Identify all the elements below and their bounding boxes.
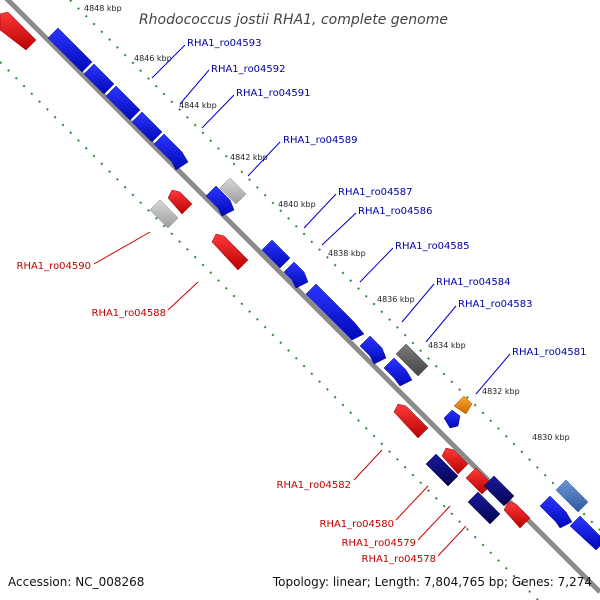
ruler-label: 4832 kbp — [482, 387, 520, 396]
gene-feature[interactable] — [167, 189, 193, 215]
ruler-label: 4840 kbp — [278, 200, 316, 209]
gene-label[interactable]: RHA1_ro04593 — [187, 38, 262, 49]
gene-feature[interactable] — [555, 479, 589, 513]
gene-feature[interactable] — [205, 185, 235, 217]
gene-feature[interactable] — [105, 85, 141, 121]
ruler-label: 4844 kbp — [179, 101, 217, 110]
label-leader — [151, 44, 186, 79]
gene-feature[interactable] — [393, 403, 429, 439]
label-leader — [179, 69, 210, 105]
gene-feature[interactable] — [383, 357, 413, 387]
gene-label[interactable]: RHA1_ro04579 — [342, 538, 417, 549]
gene-feature[interactable] — [47, 27, 93, 73]
gene-feature[interactable] — [0, 11, 37, 51]
label-leader — [167, 281, 199, 311]
gene-label[interactable]: RHA1_ro04578 — [362, 554, 437, 565]
accession-text: Accession: NC_008268 — [8, 575, 144, 589]
ruler-label: 4830 kbp — [532, 433, 570, 442]
gene-feature[interactable] — [425, 453, 459, 487]
genome-title: Rhodococcus jostii RHA1, complete genome — [139, 12, 448, 28]
ruler-label: 4846 kbp — [134, 54, 172, 63]
upper-dotted-guide — [69, 0, 600, 531]
gene-feature[interactable] — [503, 501, 531, 529]
gene-feature[interactable] — [467, 491, 501, 525]
gene-label[interactable]: RHA1_ro04581 — [512, 347, 587, 358]
gene-feature[interactable] — [539, 495, 573, 529]
gene-label[interactable]: RHA1_ro04588 — [92, 308, 167, 319]
label-leader — [417, 505, 451, 541]
label-leader — [437, 525, 467, 557]
ruler-label: 4842 kbp — [230, 153, 268, 162]
gene-feature[interactable] — [395, 343, 429, 377]
label-leader — [247, 141, 281, 177]
label-leader — [353, 449, 383, 481]
gene-label[interactable]: RHA1_ro04587 — [338, 187, 413, 198]
topology-text: Topology: linear; Length: 7,804,765 bp; … — [272, 575, 592, 589]
gene-label[interactable]: RHA1_ro04592 — [211, 64, 286, 75]
label-leader — [475, 353, 511, 395]
gene-label[interactable]: RHA1_ro04582 — [277, 480, 352, 491]
gene-label[interactable]: RHA1_ro04590 — [17, 261, 92, 272]
gene-feature[interactable] — [441, 447, 469, 475]
gene-feature[interactable] — [83, 63, 115, 95]
label-leader — [401, 283, 435, 323]
gene-feature[interactable] — [219, 177, 247, 205]
gene-feature[interactable] — [483, 475, 515, 507]
label-leader — [395, 485, 429, 521]
gene-feature[interactable] — [569, 515, 600, 551]
label-leader — [303, 193, 337, 229]
gene-label[interactable]: RHA1_ro04580 — [320, 519, 395, 530]
gene-label[interactable]: RHA1_ro04586 — [358, 206, 433, 217]
gene-feature[interactable] — [443, 409, 461, 429]
gene-feature[interactable] — [153, 133, 189, 171]
gene-label[interactable]: RHA1_ro04584 — [436, 277, 511, 288]
gene-feature[interactable] — [131, 111, 163, 143]
gene-label[interactable]: RHA1_ro04589 — [283, 135, 358, 146]
ruler-label: 4838 kbp — [328, 249, 366, 258]
gene-feature[interactable] — [149, 199, 179, 229]
gene-feature[interactable] — [305, 283, 365, 341]
label-leader — [93, 231, 151, 265]
gene-feature[interactable] — [453, 395, 473, 415]
label-leader — [321, 212, 357, 246]
gene-label[interactable]: RHA1_ro04583 — [458, 299, 533, 310]
label-leader — [425, 305, 457, 343]
gene-feature[interactable] — [359, 335, 387, 365]
gene-feature[interactable] — [211, 233, 249, 271]
label-leader — [359, 247, 394, 283]
ruler-label: 4836 kbp — [377, 295, 415, 304]
ruler-label: 4834 kbp — [428, 341, 466, 350]
gene-feature[interactable] — [261, 239, 291, 269]
ruler-label: 4848 kbp — [84, 4, 122, 13]
gene-label[interactable]: RHA1_ro04585 — [395, 241, 470, 252]
lower-dotted-guide — [0, 61, 539, 600]
label-leader — [201, 94, 235, 129]
gene-feature[interactable] — [283, 261, 309, 289]
gene-label[interactable]: RHA1_ro04591 — [236, 88, 311, 99]
